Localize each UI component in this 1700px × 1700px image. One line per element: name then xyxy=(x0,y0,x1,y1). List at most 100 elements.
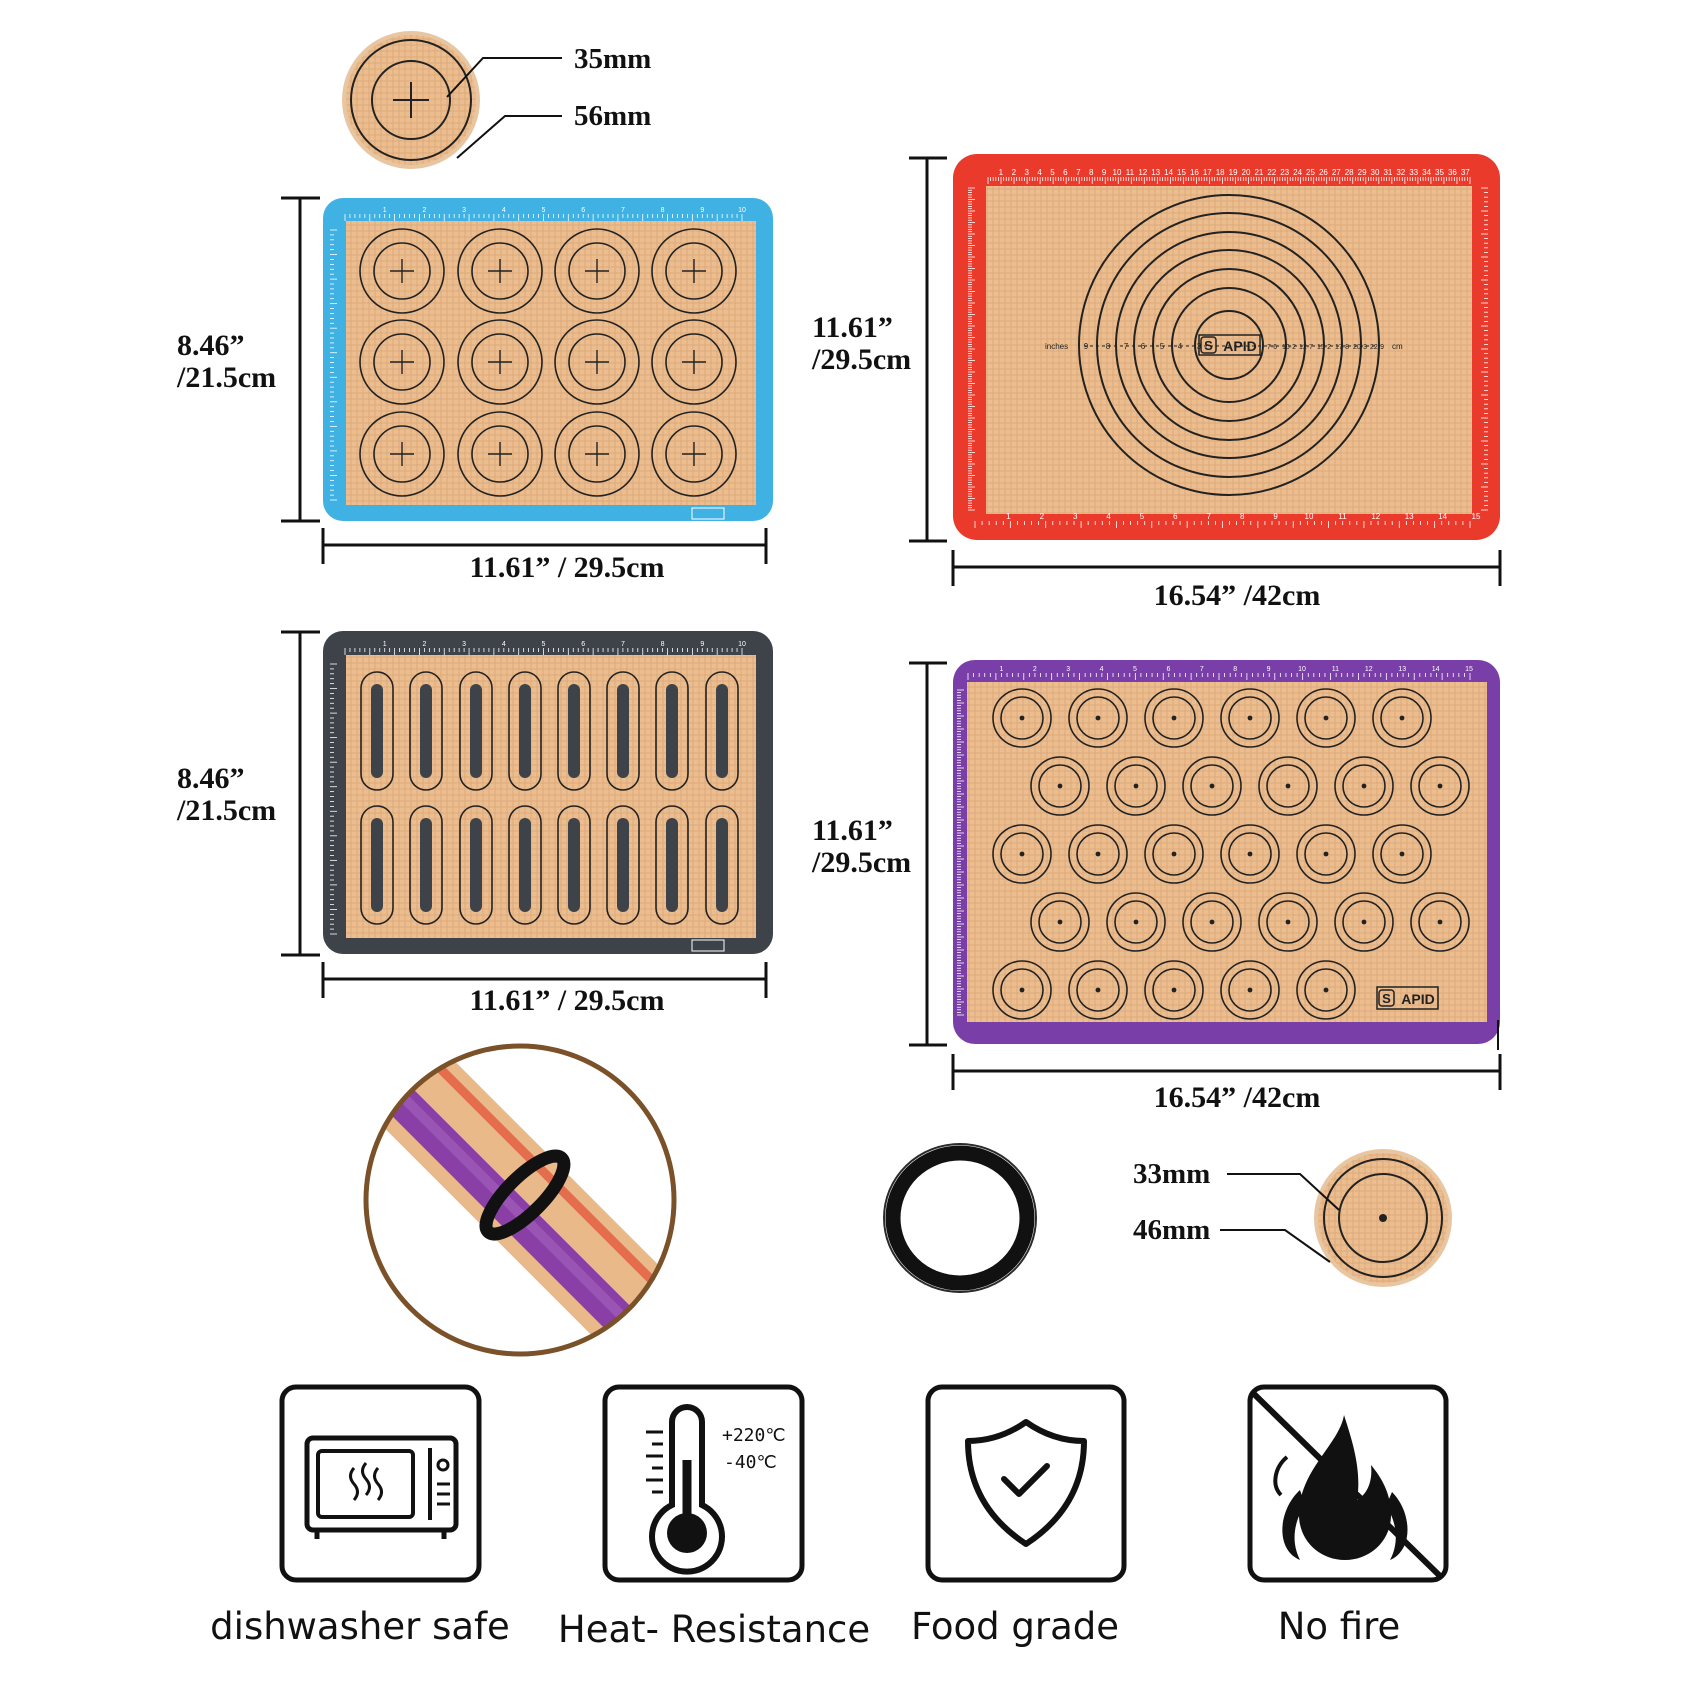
rolled-mats-detail xyxy=(363,1043,677,1357)
svg-text:9: 9 xyxy=(700,641,704,648)
svg-text:14: 14 xyxy=(1164,168,1173,177)
macaron-template xyxy=(1220,688,1280,748)
macaron-template xyxy=(992,824,1052,884)
svg-text:3: 3 xyxy=(1066,666,1070,673)
svg-text:19: 19 xyxy=(1229,168,1238,177)
svg-text:5: 5 xyxy=(1133,666,1137,673)
svg-text:12: 12 xyxy=(1371,512,1380,521)
purple-mat-height-label: 11.61” /29.5cm xyxy=(812,814,912,879)
top-template-inner-label: 35mm xyxy=(574,43,652,75)
round-template-top xyxy=(342,31,562,169)
svg-text:7·6: 7·6 xyxy=(1267,344,1277,351)
macaron-template xyxy=(554,319,640,405)
macaron-template xyxy=(1182,892,1242,952)
gray-mat-width-label: 11.61” / 29.5cm xyxy=(469,984,665,1017)
macaron-template xyxy=(1296,688,1356,748)
macaron-template xyxy=(1030,756,1090,816)
svg-text:1: 1 xyxy=(999,168,1004,177)
gray-mat-height-label: 8.46” /21.5cm xyxy=(177,762,277,827)
eclair-template xyxy=(459,671,493,791)
svg-text:4: 4 xyxy=(1106,512,1111,521)
svg-text:10: 10 xyxy=(738,207,746,214)
macaron-template xyxy=(1334,892,1394,952)
svg-text:5: 5 xyxy=(542,641,546,648)
bottom-template-inner-label: 33mm xyxy=(1133,1158,1211,1190)
macaron-template xyxy=(1144,688,1204,748)
svg-text:30: 30 xyxy=(1371,168,1380,177)
svg-text:16: 16 xyxy=(1190,168,1199,177)
svg-text:10: 10 xyxy=(738,641,746,648)
round-template-bottom xyxy=(1220,1149,1452,1287)
svg-text:6: 6 xyxy=(581,207,585,214)
red-mat-logo: S APID xyxy=(1198,334,1261,356)
svg-text:4: 4 xyxy=(502,641,506,648)
svg-text:6: 6 xyxy=(1166,666,1170,673)
svg-text:11: 11 xyxy=(1126,168,1135,177)
svg-text:37: 37 xyxy=(1461,168,1470,177)
eclair-template xyxy=(409,671,443,791)
feature-label-dishwasher: dishwasher safe xyxy=(210,1605,510,1648)
svg-text:6: 6 xyxy=(1141,342,1146,351)
macaron-template xyxy=(1296,960,1356,1020)
svg-text:11: 11 xyxy=(1338,512,1347,521)
svg-text:8: 8 xyxy=(661,641,665,648)
eclair-template xyxy=(557,805,591,925)
svg-text:7: 7 xyxy=(621,207,625,214)
svg-text:4: 4 xyxy=(1037,168,1042,177)
svg-text:18: 18 xyxy=(1216,168,1225,177)
svg-text:8: 8 xyxy=(661,207,665,214)
feature-label-food-grade: Food grade xyxy=(910,1605,1120,1648)
svg-text:8: 8 xyxy=(1106,342,1111,351)
thermometer-icon: +220℃ -40℃ xyxy=(602,1384,805,1583)
svg-text:7: 7 xyxy=(1076,168,1081,177)
svg-text:4: 4 xyxy=(1178,342,1183,351)
macaron-template xyxy=(992,688,1052,748)
feature-label-no-fire: No fire xyxy=(1277,1605,1401,1648)
red-mat-width-label: 16.54” /42cm xyxy=(1153,579,1321,612)
feature-label-heat-resistance: Heat- Resistance xyxy=(557,1608,871,1651)
svg-text:12: 12 xyxy=(1365,666,1373,673)
macaron-template xyxy=(457,411,543,497)
purple-mat-left-ruler xyxy=(957,689,964,1016)
macaron-template xyxy=(1068,960,1128,1020)
svg-text:cm: cm xyxy=(1392,342,1403,351)
eclair-template xyxy=(606,805,640,925)
svg-text:7: 7 xyxy=(621,641,625,648)
svg-text:13: 13 xyxy=(1398,666,1406,673)
svg-text:1: 1 xyxy=(999,666,1003,673)
macaron-template xyxy=(1372,688,1432,748)
macaron-template xyxy=(1372,824,1432,884)
microwave-icon xyxy=(279,1384,482,1583)
purple-mat-width-label: 16.54” /42cm xyxy=(1153,1081,1321,1114)
svg-text:4: 4 xyxy=(1100,666,1104,673)
svg-text:15: 15 xyxy=(1465,666,1473,673)
shield-check-icon xyxy=(925,1384,1127,1583)
eclair-template xyxy=(705,805,739,925)
purple-mat-logo: S APID xyxy=(1376,986,1439,1010)
gray-mat-left-ruler xyxy=(330,663,337,935)
eclair-template xyxy=(459,805,493,925)
svg-text:5: 5 xyxy=(1160,342,1165,351)
svg-text:29: 29 xyxy=(1358,168,1367,177)
svg-text:21: 21 xyxy=(1254,168,1263,177)
svg-text:10: 10 xyxy=(1305,512,1314,521)
svg-text:2: 2 xyxy=(1040,512,1045,521)
svg-text:20·3: 20·3 xyxy=(1353,344,1367,351)
svg-text:14: 14 xyxy=(1432,666,1440,673)
eclair-template xyxy=(508,805,542,925)
eclair-template xyxy=(655,805,689,925)
svg-text:15: 15 xyxy=(1472,512,1481,521)
macaron-template xyxy=(1106,892,1166,952)
svg-text:9: 9 xyxy=(1267,666,1271,673)
macaron-template xyxy=(1220,960,1280,1020)
svg-text:8: 8 xyxy=(1233,666,1237,673)
eclair-template xyxy=(655,671,689,791)
blue-mat-left-ruler xyxy=(330,229,337,501)
svg-text:1: 1 xyxy=(1006,512,1011,521)
svg-text:32: 32 xyxy=(1396,168,1405,177)
macaron-template xyxy=(1410,756,1470,816)
svg-text:10: 10 xyxy=(1113,168,1122,177)
